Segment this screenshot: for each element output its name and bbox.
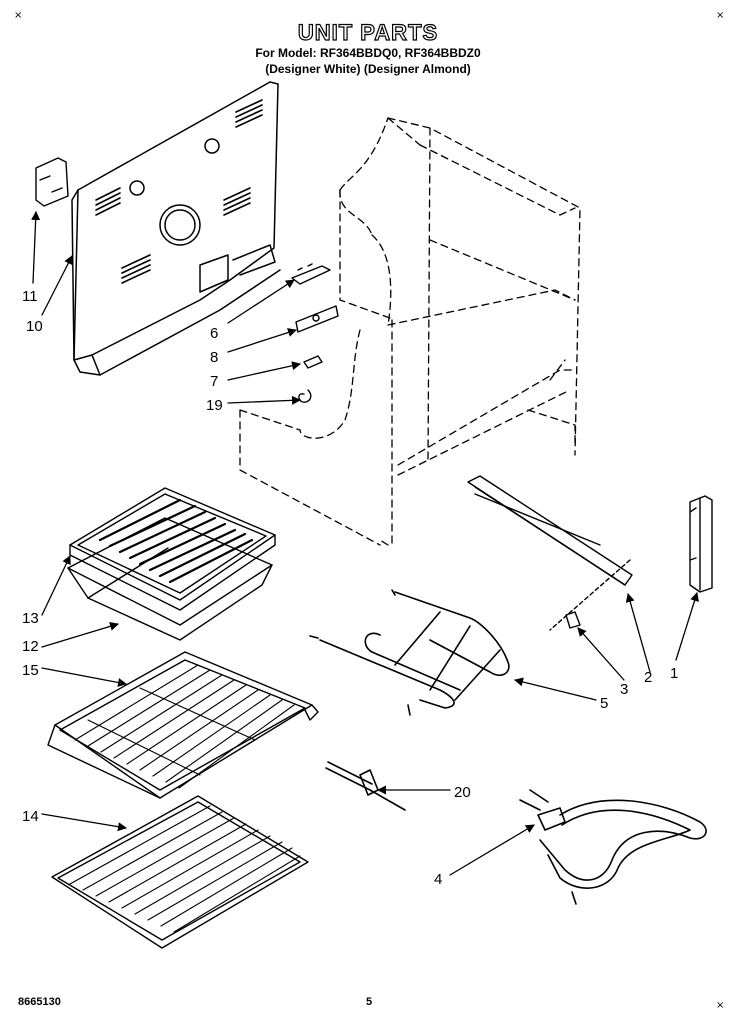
callout-5: 5 [600, 695, 608, 712]
oven-rack-lower [51, 795, 309, 949]
corner-mark-top-right: × [716, 10, 725, 21]
callout-14: 14 [22, 808, 39, 825]
leader-arrows [31, 211, 699, 876]
back-panel [71, 81, 281, 376]
oven-rail [467, 475, 633, 586]
callout-10: 10 [26, 318, 43, 335]
dashed-leader [549, 559, 631, 631]
doc-number: 8665130 [18, 996, 61, 1008]
callout-labels: 11 10 6 8 7 19 13 12 15 14 1 2 3 5 20 4 [22, 288, 678, 888]
callout-4: 4 [434, 871, 442, 888]
callout-7: 7 [210, 373, 218, 390]
broil-element [519, 789, 707, 905]
callout-8: 8 [210, 349, 218, 366]
callout-12: 12 [22, 638, 39, 655]
model-colors: (Designer White) (Designer Almond) [265, 62, 471, 76]
callout-11: 11 [22, 288, 38, 305]
insulation-bracket [35, 157, 69, 207]
hook-19 [298, 389, 312, 403]
oven-sensor [325, 761, 406, 811]
corner-mark-top-left: × [14, 10, 23, 21]
trim-8 [295, 305, 339, 333]
callout-6: 6 [210, 325, 218, 342]
clip-3 [565, 611, 581, 629]
callout-20: 20 [454, 784, 471, 801]
bake-element [309, 589, 510, 716]
callout-3: 3 [620, 681, 628, 698]
clip-7 [303, 355, 323, 369]
small-bracket-6 [291, 263, 331, 285]
broil-pan [67, 517, 273, 641]
callout-13: 13 [22, 610, 39, 627]
oven-rack-upper [47, 651, 319, 799]
corner-mark-bottom-right: × [716, 1000, 725, 1011]
callout-2: 2 [644, 669, 652, 686]
callout-1: 1 [670, 665, 678, 682]
page-number: 5 [366, 996, 373, 1008]
callout-19: 19 [206, 397, 223, 414]
broil-pan-insert [69, 487, 276, 611]
callout-15: 15 [22, 662, 39, 679]
vent-end-cap [689, 495, 713, 593]
page-title: UNIT PARTS [297, 19, 439, 45]
oven-frame-dashed [239, 117, 581, 546]
model-numbers: For Model: RF364BBDQ0, RF364BBDZ0 [255, 46, 481, 60]
